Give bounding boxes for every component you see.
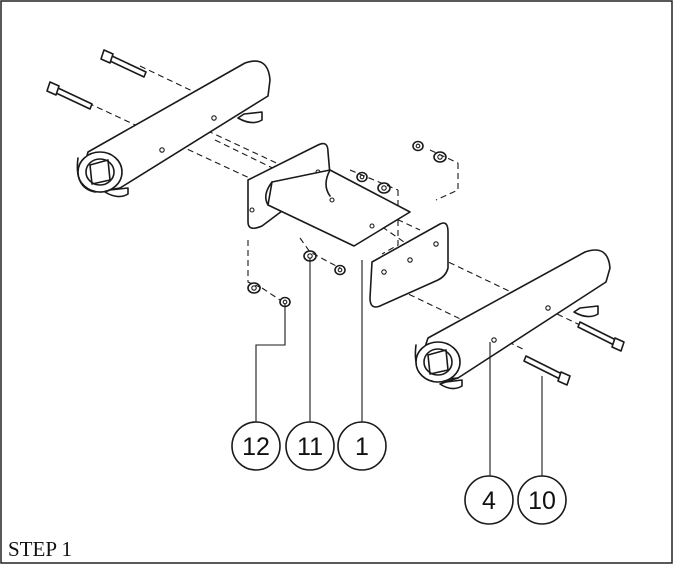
- callout-4-label: 4: [482, 487, 496, 515]
- callout-12-label: 12: [242, 433, 270, 461]
- leader-lines: [255, 258, 543, 476]
- bolt-right-lower: [523, 355, 571, 386]
- center-bracket: [247, 142, 449, 308]
- callout-10-label: 10: [528, 487, 556, 515]
- bolt-left-upper: [100, 49, 147, 78]
- callout-10: 10: [517, 475, 567, 525]
- step-label: STEP 1: [8, 537, 72, 561]
- callout-12: 12: [231, 421, 281, 471]
- bolt-left-lower: [46, 81, 93, 110]
- left-foot-tube: [76, 60, 271, 198]
- callout-1-label: 1: [355, 433, 369, 461]
- callout-1: 1: [337, 421, 387, 471]
- callout-11-label: 11: [297, 433, 323, 461]
- callout-4: 4: [464, 475, 514, 525]
- callout-11: 11: [285, 421, 335, 471]
- right-foot-tube: [414, 249, 611, 390]
- bolt-right-upper: [577, 321, 625, 352]
